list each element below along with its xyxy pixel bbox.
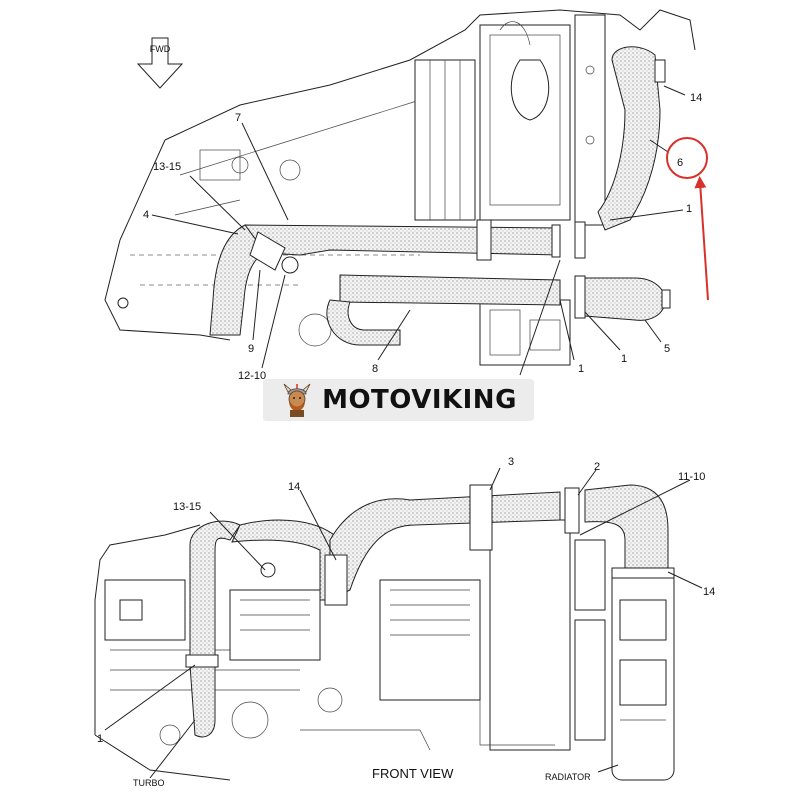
callout-11-10: 11-10 bbox=[678, 471, 705, 483]
callout-13-15-top: 13-15 bbox=[153, 161, 181, 173]
callout-14-top: 14 bbox=[690, 92, 702, 104]
radiator-label: RADIATOR bbox=[545, 772, 591, 782]
fwd-label: FWD bbox=[150, 44, 171, 54]
callout-13-15-front: 13-15 bbox=[173, 501, 201, 513]
callouts-front: 3 2 11-10 14 13-15 14 1 bbox=[97, 456, 715, 745]
hose-assembly-top bbox=[117, 46, 671, 346]
brand-banner: MOTOVIKING bbox=[263, 379, 534, 421]
highlight-arrow-icon bbox=[694, 176, 709, 301]
fwd-arrow-icon: FWD bbox=[136, 37, 184, 89]
callout-5: 5 bbox=[664, 343, 670, 355]
top-view: FWD bbox=[104, 9, 709, 382]
engine-outline-top bbox=[104, 9, 696, 366]
callout-4: 4 bbox=[143, 209, 149, 221]
callout-1-top-b: 1 bbox=[578, 363, 584, 375]
callout-1-front: 1 bbox=[97, 733, 103, 745]
highlight-circle bbox=[666, 137, 708, 179]
callout-1-top-a: 1 bbox=[686, 203, 692, 215]
leader-lines-front bbox=[104, 467, 703, 779]
engine-outline-front bbox=[94, 519, 606, 781]
leader-lines-top bbox=[151, 85, 686, 376]
callouts-top: 14 1 7 13-15 4 9 12-10 8 1 1 5 bbox=[143, 92, 702, 382]
callout-1-top-c: 1 bbox=[621, 353, 627, 365]
callout-7: 7 bbox=[235, 112, 241, 124]
front-view-caption: FRONT VIEW bbox=[372, 766, 454, 781]
callout-6: 6 bbox=[677, 157, 683, 169]
callout-9: 9 bbox=[248, 343, 254, 355]
radiator bbox=[611, 569, 675, 781]
viking-mascot-icon bbox=[283, 383, 311, 417]
callout-14-front-a: 14 bbox=[288, 481, 300, 493]
hose-assembly-front bbox=[185, 484, 675, 738]
turbo-label: TURBO bbox=[133, 778, 165, 788]
brand-name: MOTOVIKING bbox=[322, 385, 517, 415]
callout-3: 3 bbox=[508, 456, 514, 468]
callout-8: 8 bbox=[372, 363, 378, 375]
front-view: 3 2 11-10 14 13-15 14 1 TURBO RADIATOR F… bbox=[94, 456, 715, 788]
highlight-marker: 6 bbox=[666, 137, 709, 301]
callout-2: 2 bbox=[594, 461, 600, 473]
callout-12-10: 12-10 bbox=[238, 370, 266, 382]
callout-14-front-b: 14 bbox=[703, 586, 715, 598]
